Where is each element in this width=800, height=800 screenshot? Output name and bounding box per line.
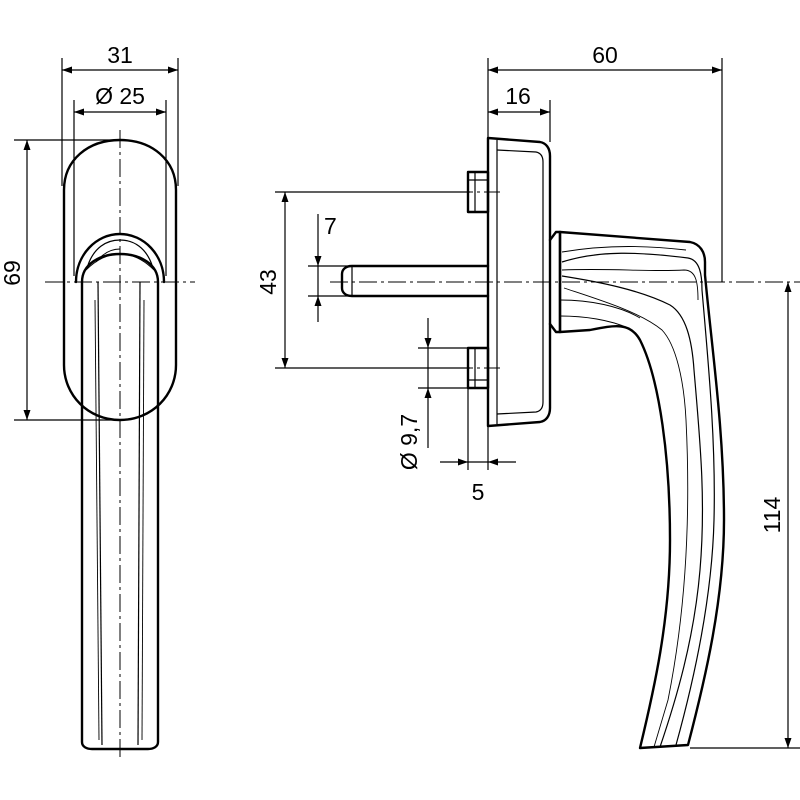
front-view [45, 130, 195, 760]
dim-label-diameter-9-7: Ø 9,7 [396, 414, 422, 470]
side-view [330, 136, 800, 750]
dim-label-114: 114 [759, 496, 785, 533]
lever-front-ridge [97, 281, 103, 746]
rosette-side-outline [486, 136, 552, 428]
dim-label-69: 69 [0, 260, 25, 286]
dim-label-16: 16 [505, 83, 531, 109]
dim-label-7: 7 [324, 213, 337, 239]
lever-front-outline [80, 252, 160, 751]
spindle [340, 264, 490, 298]
rosette-outline [62, 138, 178, 422]
lever-side-contour-2 [561, 275, 704, 748]
dim-label-diameter-25: Ø 25 [95, 83, 145, 109]
side-dimensions: 60 16 43 7 Ø 9,7 5 114 [255, 42, 800, 749]
dim-label-5: 5 [472, 479, 485, 505]
front-dimensions: 31 Ø 25 69 [0, 42, 179, 421]
dim-label-43: 43 [255, 269, 281, 295]
lever-side-outline [558, 230, 726, 750]
dim-label-60: 60 [592, 42, 618, 68]
dim-label-31: 31 [107, 42, 133, 68]
lever-side-contour-1 [561, 252, 715, 746]
